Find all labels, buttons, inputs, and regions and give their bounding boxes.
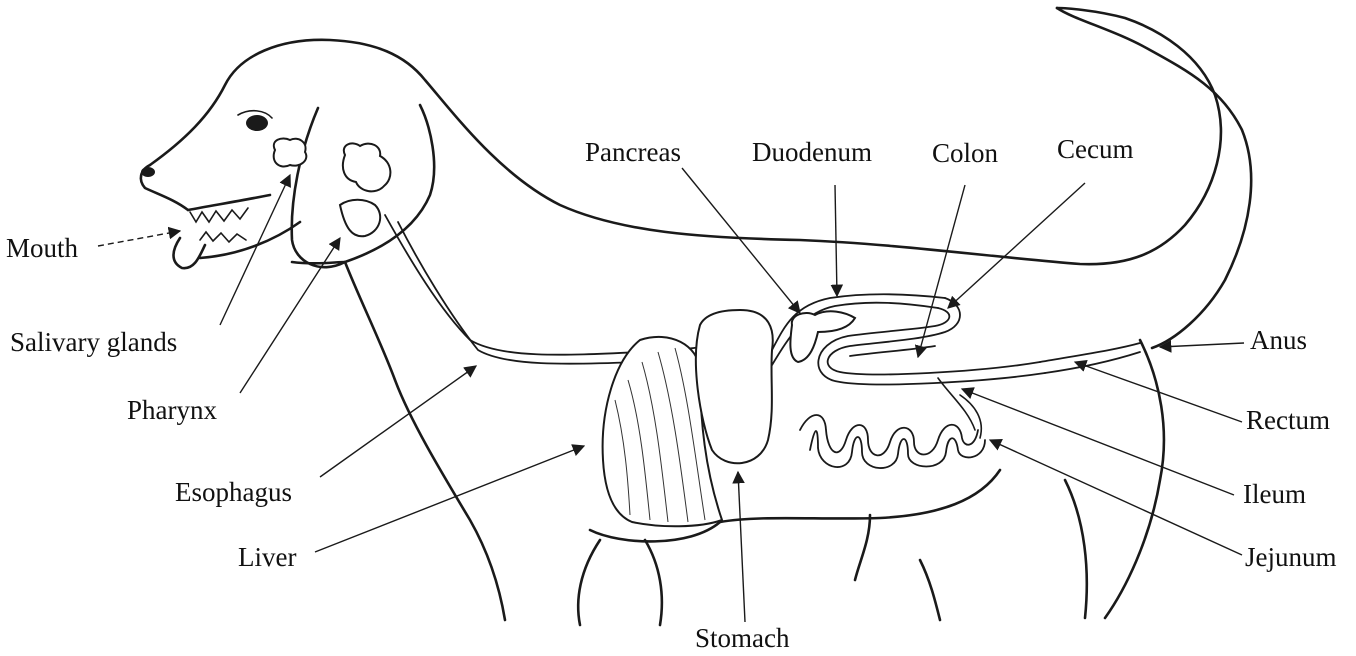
salivary-gland-2 [343,143,391,191]
stomach [696,310,773,463]
label-pancreas: Pancreas [585,137,681,167]
leader-esophagus [320,366,476,477]
eye-icon [246,115,268,131]
label-jejunum: Jejunum [1245,542,1337,572]
leader-mouth [98,231,180,246]
small-intestine [800,415,978,455]
leader-cecum [948,183,1085,308]
leader-rectum [1075,362,1242,422]
dog-head [141,105,434,268]
label-cecum: Cecum [1057,134,1133,164]
label-pharynx: Pharynx [127,395,217,425]
label-duodenum: Duodenum [752,137,872,167]
label-rectum: Rectum [1246,405,1330,435]
label-mouth: Mouth [6,233,79,263]
label-colon: Colon [932,138,999,168]
label-anus: Anus [1250,325,1307,355]
label-ileum: Ileum [1243,479,1306,509]
leader-liver [315,446,584,552]
label-liver: Liver [238,542,296,572]
leader-jejunum [990,440,1242,555]
label-salivary-glands: Salivary glands [10,327,177,357]
salivary-gland-1 [274,138,307,166]
label-esophagus: Esophagus [175,477,292,507]
leader-anus [1160,343,1244,347]
leader-pharynx [240,238,340,393]
leader-duodenum [835,185,837,296]
dog-body-outline [150,8,1251,625]
leader-stomach [738,472,745,622]
label-stomach: Stomach [695,623,790,653]
leader-colon [918,185,965,357]
